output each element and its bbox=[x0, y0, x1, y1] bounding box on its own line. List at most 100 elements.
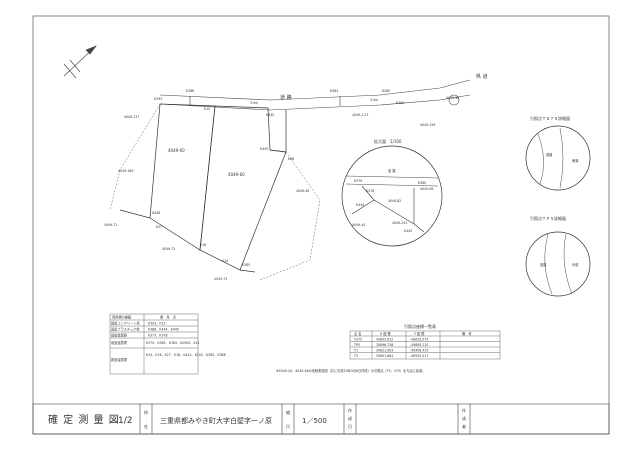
parcel-west-lower: 4049-71 bbox=[104, 223, 117, 227]
point-label: K448 bbox=[152, 211, 160, 215]
north-arrow-icon bbox=[63, 45, 97, 79]
legend-points: K379、K385、K384、K2900、K11 bbox=[146, 341, 200, 345]
coord-cell: T3 bbox=[353, 354, 358, 358]
author-label: 成 bbox=[462, 415, 466, 421]
legend-type: 既設金属鋲 bbox=[111, 333, 128, 338]
inset-detail bbox=[341, 145, 443, 247]
coord-cell: T1 bbox=[353, 348, 358, 352]
detail-top-line bbox=[537, 133, 544, 185]
author-label: 作 bbox=[462, 407, 466, 413]
point-label: K393 bbox=[154, 97, 162, 101]
detail-bottom-line bbox=[563, 233, 573, 295]
survey-point-labels: K393 K15 K440 K66 K445 K448 K27 K16 K14 … bbox=[152, 89, 404, 267]
legend-type: 既設金属標 bbox=[111, 340, 128, 345]
title-block-frame bbox=[32, 403, 610, 435]
dashed-boundaries bbox=[109, 103, 321, 281]
coord-table bbox=[349, 330, 501, 360]
coord-header: 備 考 bbox=[462, 331, 472, 336]
coord-header: Y 座 標 bbox=[414, 331, 425, 336]
detail-top-label: 側溝 bbox=[572, 158, 579, 163]
legend-points: K14、K16、K27、K18、K441、K202、K385、K388 bbox=[146, 353, 226, 357]
road-width-1: 3.0m bbox=[250, 101, 258, 105]
prefectural-road-label: 県 道 bbox=[476, 73, 488, 80]
parcel-north-right: 4049-58 bbox=[446, 96, 459, 100]
legend-header: 番 号 点 bbox=[160, 315, 177, 320]
detail-top-circle bbox=[525, 125, 591, 191]
point-label: K380 bbox=[382, 89, 390, 93]
legend-table bbox=[109, 313, 199, 375]
parcel-main-right: 4049-60 bbox=[228, 172, 245, 177]
point-label: K16 bbox=[200, 243, 206, 247]
detail-bottom-circle bbox=[525, 231, 591, 297]
road-label: 道 路 bbox=[280, 94, 292, 101]
creator-label: 日 bbox=[348, 424, 352, 429]
coord-header: X 座 標 bbox=[380, 331, 391, 336]
inset-point: K380 bbox=[418, 181, 426, 185]
legend-type: 新設金属標 bbox=[111, 357, 128, 362]
point-label: K390 bbox=[396, 101, 404, 105]
parcel-north-small: 4049-1,23 bbox=[352, 113, 368, 117]
coord-cell: -49908.419 bbox=[410, 348, 428, 352]
detail-bottom-label: 歩道 bbox=[572, 262, 579, 267]
parcel-east: 4049-56 bbox=[296, 189, 309, 193]
point-label: K15 bbox=[204, 107, 210, 111]
inset-parcel-bottom: 4049-242 bbox=[392, 221, 407, 225]
point-label: K27 bbox=[156, 225, 162, 229]
document-title: 確 定 測 量 図 bbox=[48, 413, 120, 426]
location-value: 三重県都みやき町大字白壁字一ノ原 bbox=[160, 416, 272, 425]
scale-value: 1／500 bbox=[302, 417, 327, 425]
scale-label: 尺 bbox=[286, 424, 290, 429]
reference-note: ※4049-44、4049-46の地積測量図（共に平成19年3月8日作成）の引照… bbox=[276, 368, 425, 373]
sheet-number: 1/2 bbox=[118, 416, 132, 426]
inset-road: 道 路 bbox=[388, 168, 396, 173]
coord-cell: 30892.612 bbox=[376, 337, 393, 341]
coord-header: 点 名 bbox=[354, 331, 361, 336]
legend-type: 既設コンクリート杭 bbox=[111, 321, 140, 326]
detail-top-line bbox=[559, 127, 564, 189]
inset-parcel-right: 4049-56 bbox=[420, 187, 433, 191]
point-label: K440 bbox=[266, 113, 274, 117]
inset-point: K379 bbox=[354, 179, 362, 183]
inset-point: K445 bbox=[404, 229, 412, 233]
location-label: 所 bbox=[144, 409, 148, 415]
legend-points: K377、K378 bbox=[148, 334, 168, 338]
scale-label: 縮 bbox=[286, 409, 290, 415]
parcel-north-east: 4049-156 bbox=[420, 123, 435, 127]
creator-label: 成 bbox=[348, 415, 352, 421]
road-width-2: 3.0m bbox=[370, 98, 378, 102]
coord-cell: TS75 bbox=[353, 337, 362, 341]
legend-points: K393、K15 bbox=[148, 322, 166, 326]
coord-cell: 30801.684 bbox=[376, 354, 393, 358]
coord-cell: -49810.073 bbox=[410, 337, 428, 341]
coord-cell: -49895.110 bbox=[410, 343, 428, 347]
parcel-west-mid: 4049-169 bbox=[118, 169, 133, 173]
parcel-south: 4049-72 bbox=[162, 247, 175, 251]
road-end-marker-icon bbox=[448, 94, 460, 106]
point-label: K66 bbox=[288, 157, 294, 161]
inset-parcel-left: 4049-44 bbox=[352, 223, 365, 227]
location-label: 在 bbox=[144, 423, 148, 429]
legend-header: 境界標の種類 bbox=[112, 315, 132, 320]
detail-bottom-title: 引照点ＴＰ５詳細図 bbox=[530, 215, 566, 221]
point-label: K386 bbox=[186, 89, 194, 93]
author-label: 者 bbox=[462, 423, 466, 429]
coord-table-title: 引照点座標一覧表 bbox=[404, 323, 436, 329]
parcel-west-upper: 4049-137 bbox=[124, 115, 139, 119]
creator-label: 作 bbox=[348, 407, 352, 413]
inset-point: K444 bbox=[356, 203, 364, 207]
coord-cell: 30821.993 bbox=[376, 348, 393, 352]
coord-cell: TP5 bbox=[353, 343, 360, 347]
point-label: K385 bbox=[242, 263, 250, 267]
inset-parcel-center: 4049-82 bbox=[388, 199, 401, 203]
coord-cell: 30896.738 bbox=[376, 343, 393, 347]
detail-top-label: 道路 bbox=[546, 152, 553, 157]
parcel-south-east: 4049-73 bbox=[214, 277, 227, 281]
detail-top-title: 引照点ＴＳ７５詳細図 bbox=[530, 115, 570, 121]
parcel-main-left: 4049-60 bbox=[168, 148, 185, 153]
detail-bottom-label: 道路 bbox=[540, 262, 547, 267]
point-label: K384 bbox=[330, 89, 338, 93]
inset-point: K378 bbox=[366, 189, 374, 193]
point-label: K445 bbox=[260, 147, 268, 151]
detail-bottom-line bbox=[544, 233, 553, 295]
